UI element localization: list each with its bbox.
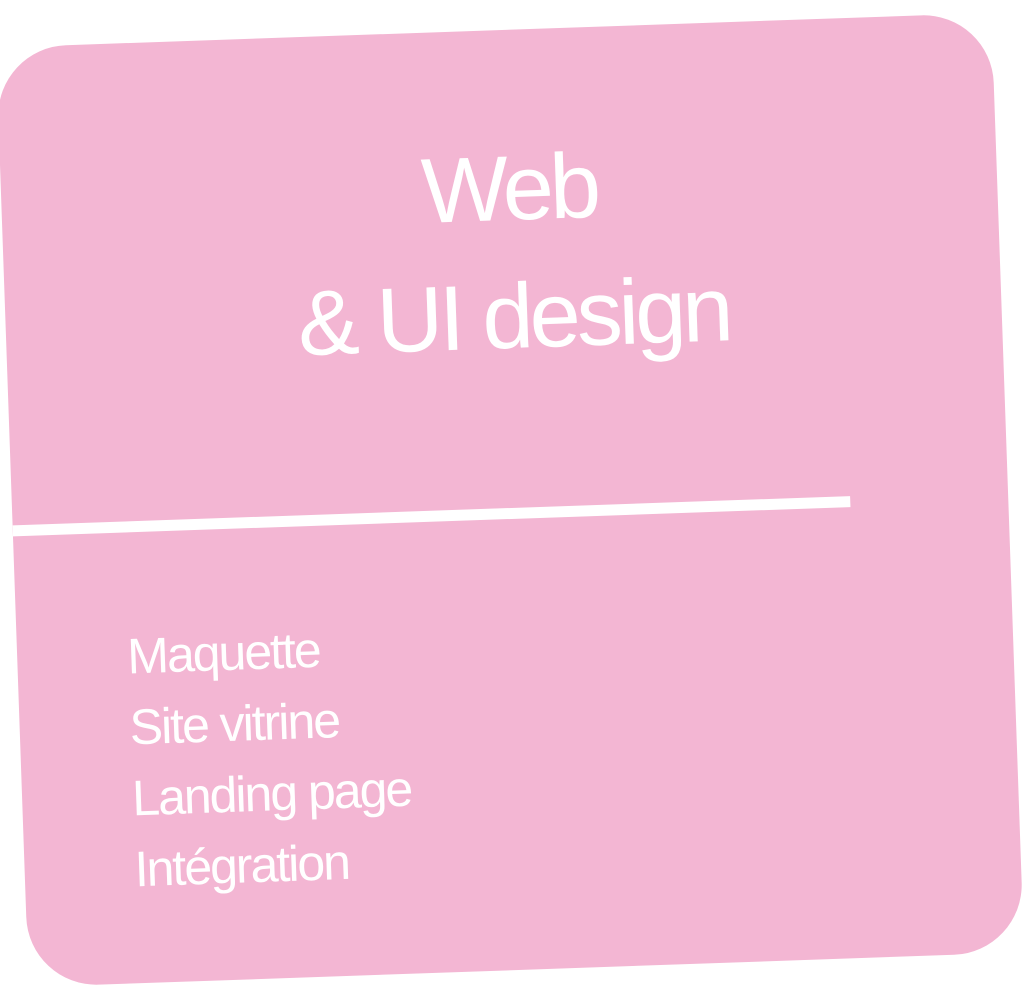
service-item-landing-page: Landing page — [131, 760, 413, 827]
card-title: Web & UI design — [0, 108, 1004, 399]
service-card: Web & UI design Maquette Site vitrine La… — [0, 12, 1024, 988]
services-list: Maquette Site vitrine Landing page Intég… — [126, 612, 415, 906]
divider — [12, 496, 851, 537]
service-item-site-vitrine: Site vitrine — [128, 692, 340, 756]
service-item-integration: Intégration — [133, 833, 350, 898]
service-item-maquette: Maquette — [126, 621, 321, 685]
